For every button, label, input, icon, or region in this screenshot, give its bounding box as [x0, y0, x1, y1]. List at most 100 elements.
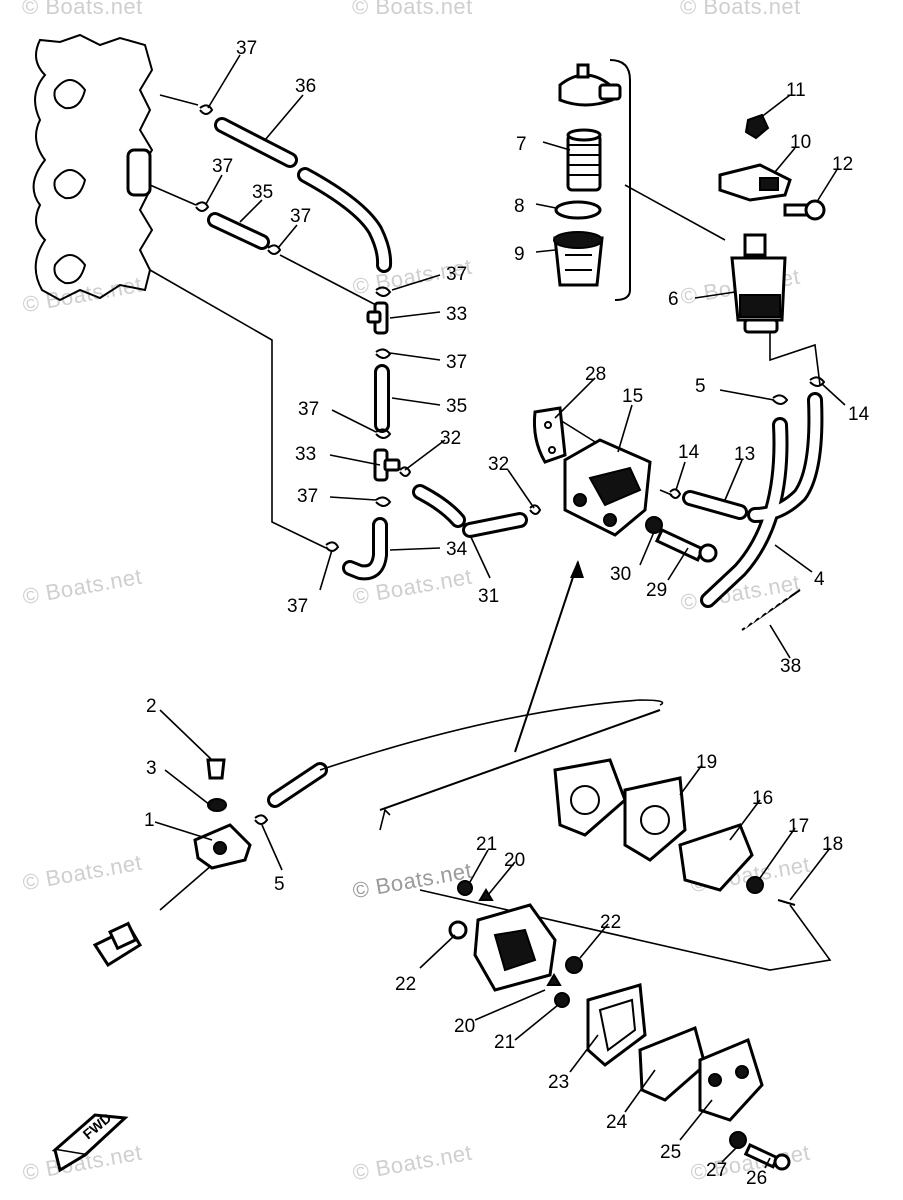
label-37: 37 [212, 156, 233, 177]
label-26: 26 [746, 1168, 767, 1189]
bolt-2 [206, 758, 226, 780]
label-38: 38 [780, 656, 801, 677]
label-19: 19 [696, 752, 717, 773]
label-30: 30 [610, 564, 631, 585]
label-10: 10 [790, 132, 811, 153]
label-24: 24 [606, 1112, 628, 1133]
label-20: 20 [454, 1016, 475, 1037]
fuel-pump-15 [563, 438, 652, 537]
label-36: 36 [295, 76, 316, 97]
fuel-joint-1 [193, 823, 252, 870]
label-1: 1 [144, 810, 155, 831]
label-22: 22 [395, 974, 416, 995]
label-32: 32 [488, 454, 509, 475]
spring-38 [741, 589, 801, 631]
watermark: © Boats.net [22, 0, 143, 19]
fuel-filter-cap-assembly [558, 59, 631, 301]
washer-30 [645, 516, 663, 534]
label-13: 13 [734, 444, 755, 465]
label-9: 9 [514, 244, 525, 265]
t-fitting-33 [366, 301, 401, 482]
label-2: 2 [146, 696, 157, 717]
gasket-23 [586, 983, 647, 1067]
bolt-12 [783, 199, 826, 221]
label-27: 27 [706, 1160, 727, 1181]
label-20: 20 [504, 850, 525, 871]
hose-4 [700, 392, 824, 608]
label-21: 21 [494, 1032, 515, 1053]
label-11: 11 [786, 80, 806, 101]
diaphragm-24 [638, 1025, 707, 1102]
washer-17 [746, 876, 764, 894]
o-ring-8 [554, 200, 602, 220]
washer-27 [729, 1131, 747, 1149]
screw-18 [777, 899, 796, 906]
label-32: 32 [440, 428, 461, 449]
label-34: 34 [446, 539, 468, 560]
pump-body-lower [473, 903, 557, 992]
engine-block-outline [32, 33, 154, 302]
part-labels: 37 36 37 35 37 37 33 37 35 37 32 33 37 3… [144, 38, 870, 1189]
leader-lines [154, 54, 846, 1169]
label-3: 3 [146, 758, 157, 779]
label-35: 35 [252, 182, 273, 203]
filter-element-7 [566, 128, 602, 192]
arrow-to-fuel-pump [514, 560, 584, 753]
label-5: 5 [274, 874, 285, 895]
label-37: 37 [298, 399, 319, 420]
label-18: 18 [822, 834, 843, 855]
label-15: 15 [622, 386, 643, 407]
fuel-connector [92, 921, 143, 968]
hose-lower-left [267, 762, 328, 808]
screw-26 [743, 1143, 791, 1171]
bracket-10 [718, 163, 792, 202]
label-33: 33 [446, 304, 467, 325]
label-37: 37 [236, 38, 257, 59]
label-21: 21 [476, 834, 497, 855]
nut-11 [744, 113, 770, 140]
hose-31 [412, 484, 528, 538]
label-12: 12 [832, 154, 853, 175]
label-4: 4 [814, 569, 825, 590]
label-37: 37 [446, 352, 467, 373]
fwd-direction-arrow: FWD [51, 1110, 129, 1173]
watermark: © Boats.net [680, 0, 801, 19]
filter-cup-9 [553, 231, 604, 287]
label-23: 23 [548, 1072, 569, 1093]
hose-13 [682, 490, 748, 520]
valves-20-21-22 [448, 880, 583, 1008]
label-35: 35 [446, 396, 467, 417]
label-25: 25 [660, 1142, 681, 1163]
bolt-29 [654, 528, 718, 563]
label-22: 22 [600, 912, 621, 933]
clamp-37 [195, 104, 392, 552]
diaphragm-16 [678, 823, 754, 892]
label-37: 37 [287, 596, 308, 617]
hose-34 [342, 517, 388, 581]
washer-3 [207, 798, 227, 812]
label-37: 37 [290, 206, 311, 227]
hose-35-upper [207, 212, 270, 250]
label-28: 28 [585, 364, 606, 385]
fuel-filter-6 [730, 233, 787, 334]
label-37: 37 [297, 486, 318, 507]
label-37: 37 [446, 264, 467, 285]
label-17: 17 [788, 816, 809, 837]
gasket-28 [533, 406, 567, 464]
label-33: 33 [295, 444, 316, 465]
label-7: 7 [516, 134, 527, 155]
watermark: © Boats.net [352, 0, 473, 19]
label-8: 8 [514, 196, 525, 217]
label-6: 6 [668, 289, 679, 310]
pump-cover-plate [553, 758, 627, 837]
label-5: 5 [695, 376, 706, 397]
label-16: 16 [752, 788, 773, 809]
label-14: 14 [678, 442, 700, 463]
label-14: 14 [848, 404, 870, 425]
gasket-19 [623, 776, 687, 862]
label-31: 31 [478, 586, 499, 607]
cover-25 [698, 1037, 764, 1122]
label-29: 29 [646, 580, 667, 601]
hose-36 [214, 117, 393, 273]
